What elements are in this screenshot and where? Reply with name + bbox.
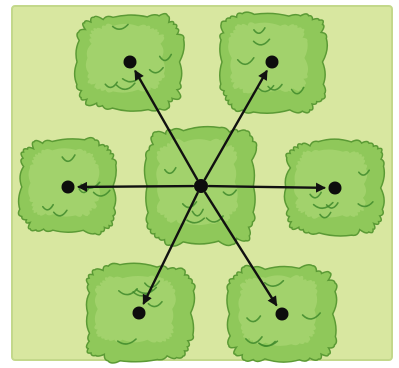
dot-top-left xyxy=(124,56,137,69)
dot-bottom-right xyxy=(276,308,289,321)
arrow-center-to-right xyxy=(209,186,324,188)
dot-right xyxy=(329,182,342,195)
dot-center xyxy=(194,179,208,193)
dot-bottom-left xyxy=(133,307,146,320)
dot-top-right xyxy=(266,56,279,69)
dot-left xyxy=(62,181,75,194)
arrow-center-to-left xyxy=(79,186,193,187)
